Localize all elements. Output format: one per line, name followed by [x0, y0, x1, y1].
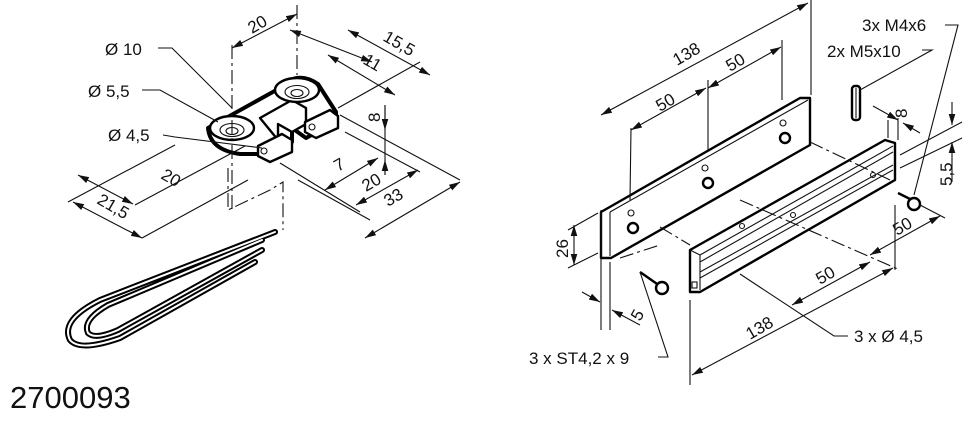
- label-holes: 3 x Ø 4,5: [854, 327, 923, 346]
- label-dim-20-left: 20: [158, 165, 184, 191]
- label-dim-8-right: 8: [892, 109, 911, 118]
- label-screw-m4: 3x M4x6: [862, 16, 926, 35]
- label-dim-5: 5: [627, 306, 648, 324]
- label-dim-21-5: 21,5: [94, 190, 132, 223]
- label-dim-50-top-right: 50: [723, 50, 749, 76]
- label-dim-138-bottom: 138: [743, 313, 777, 344]
- label-dim-50-bottom: 50: [813, 263, 839, 289]
- bracket-drawing: [65, 5, 461, 349]
- label-dia-5-5: Ø 5,5: [88, 82, 130, 101]
- label-screw-m5: 2x M5x10: [827, 42, 901, 61]
- label-dim-5-5: 5,5: [937, 162, 956, 186]
- label-screw-st: 3 x ST4,2 x 9: [529, 349, 629, 368]
- label-dim-138-top: 138: [670, 39, 704, 70]
- label-dia-4-5: Ø 4,5: [108, 126, 150, 145]
- label-dia-10: Ø 10: [105, 40, 142, 59]
- label-dim-20-top: 20: [245, 12, 271, 38]
- label-dim-15-5: 15,5: [380, 27, 418, 60]
- label-dim-8: 8: [365, 113, 384, 122]
- rail-set-drawing: [567, 0, 963, 385]
- label-dim-7: 7: [331, 154, 349, 175]
- part-number: 2700093: [10, 380, 131, 415]
- label-dim-26: 26: [553, 239, 572, 258]
- label-dim-50-right: 50: [890, 214, 916, 240]
- label-dim-11: 11: [360, 50, 385, 75]
- label-dim-50-top-left: 50: [653, 90, 679, 116]
